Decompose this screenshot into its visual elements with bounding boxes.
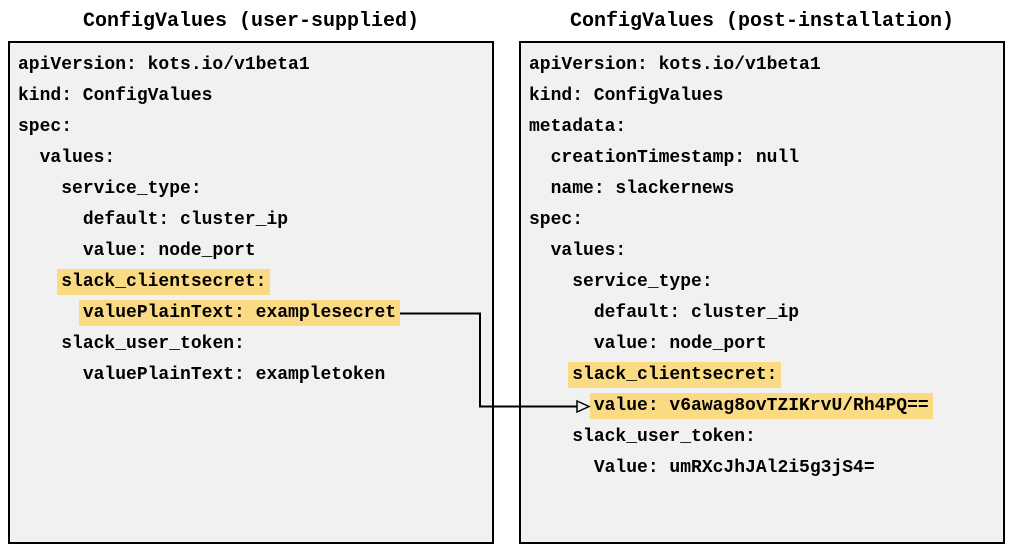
yaml-line: valuePlainText: exampletoken	[18, 360, 484, 391]
yaml-text: apiVersion: kots.io/v1beta1	[18, 55, 310, 75]
yaml-line: value: v6awag8ovTZIKrvU/Rh4PQ==	[529, 391, 995, 422]
yaml-line: value: node_port	[18, 236, 484, 267]
yaml-indent	[18, 148, 40, 168]
yaml-line: slack_user_token:	[18, 329, 484, 360]
yaml-line: apiVersion: kots.io/v1beta1	[529, 50, 995, 81]
yaml-line: slack_clientsecret:	[18, 267, 484, 298]
yaml-line: apiVersion: kots.io/v1beta1	[18, 50, 484, 81]
yaml-text: default: cluster_ip	[82, 210, 289, 230]
yaml-text: name: slackernews	[550, 179, 735, 199]
yaml-text: creationTimestamp: null	[550, 148, 800, 168]
user-supplied-panel-title: ConfigValues (user-supplied)	[82, 10, 420, 33]
yaml-line: slack_clientsecret:	[529, 360, 995, 391]
yaml-text: spec:	[529, 210, 584, 230]
yaml-text-highlighted: valuePlainText: examplesecret	[78, 300, 401, 326]
yaml-indent	[18, 334, 61, 354]
yaml-indent	[18, 365, 83, 385]
post-installation-panel: apiVersion: kots.io/v1beta1 kind: Config…	[519, 41, 1005, 544]
yaml-text: values:	[550, 241, 627, 261]
yaml-text: values:	[39, 148, 116, 168]
yaml-indent	[529, 148, 551, 168]
yaml-text: slack_user_token:	[61, 334, 245, 354]
yaml-line: creationTimestamp: null	[529, 143, 995, 174]
yaml-line: spec:	[529, 205, 995, 236]
post-installation-panel-title: ConfigValues (post-installation)	[569, 10, 955, 33]
yaml-indent	[529, 396, 594, 416]
user-supplied-panel: apiVersion: kots.io/v1beta1 kind: Config…	[8, 41, 494, 544]
yaml-indent	[18, 210, 83, 230]
yaml-text: spec:	[18, 117, 73, 137]
yaml-indent	[18, 303, 83, 323]
yaml-text: slack_user_token:	[572, 427, 756, 447]
yaml-line: values:	[529, 236, 995, 267]
yaml-line: service_type:	[18, 174, 484, 205]
yaml-indent	[18, 241, 83, 261]
yaml-text: default: cluster_ip	[593, 303, 800, 323]
yaml-line: service_type:	[529, 267, 995, 298]
yaml-line: value: node_port	[529, 329, 995, 360]
yaml-text-highlighted: slack_clientsecret:	[568, 362, 782, 388]
yaml-line: slack_user_token:	[529, 422, 995, 453]
yaml-indent	[529, 365, 572, 385]
yaml-text-highlighted: slack_clientsecret:	[57, 269, 271, 295]
yaml-line: kind: ConfigValues	[529, 81, 995, 112]
yaml-text: service_type:	[572, 272, 713, 292]
yaml-indent	[529, 241, 551, 261]
yaml-text: Value: umRXcJhJAl2i5g3jS4=	[593, 458, 875, 478]
yaml-text-highlighted: value: v6awag8ovTZIKrvU/Rh4PQ==	[589, 393, 933, 419]
yaml-text: value: node_port	[82, 241, 256, 261]
yaml-line: default: cluster_ip	[529, 298, 995, 329]
yaml-line: default: cluster_ip	[18, 205, 484, 236]
yaml-indent	[529, 272, 572, 292]
yaml-text: kind: ConfigValues	[18, 86, 213, 106]
yaml-text: metadata:	[529, 117, 627, 137]
yaml-line: name: slackernews	[529, 174, 995, 205]
yaml-indent	[18, 272, 61, 292]
yaml-indent	[529, 179, 551, 199]
yaml-text: valuePlainText: exampletoken	[82, 365, 386, 385]
yaml-indent	[529, 427, 572, 447]
yaml-text: kind: ConfigValues	[529, 86, 724, 106]
yaml-line: values:	[18, 143, 484, 174]
yaml-indent	[529, 334, 594, 354]
yaml-text: value: node_port	[593, 334, 767, 354]
yaml-line: valuePlainText: examplesecret	[18, 298, 484, 329]
yaml-line: spec:	[18, 112, 484, 143]
yaml-indent	[18, 179, 61, 199]
yaml-indent	[529, 458, 594, 478]
yaml-line: kind: ConfigValues	[18, 81, 484, 112]
yaml-line: Value: umRXcJhJAl2i5g3jS4=	[529, 453, 995, 484]
yaml-text: apiVersion: kots.io/v1beta1	[529, 55, 821, 75]
yaml-line: metadata:	[529, 112, 995, 143]
yaml-text: service_type:	[61, 179, 202, 199]
yaml-indent	[529, 303, 594, 323]
